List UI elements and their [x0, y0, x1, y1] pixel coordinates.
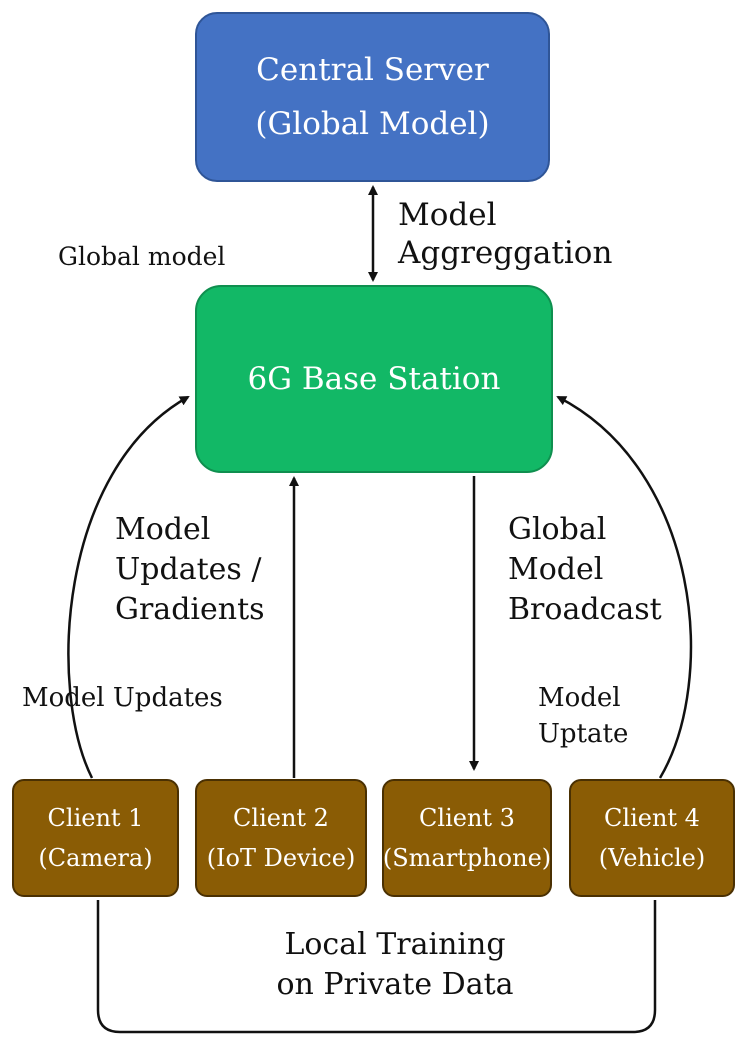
aggregation-label: Model Aggreggation [398, 197, 613, 271]
client-type: (Smartphone) [382, 844, 552, 872]
client-type: (Vehicle) [598, 844, 706, 872]
server-subtitle: (Global Model) [255, 106, 490, 142]
client-name: Client 2 [233, 804, 329, 832]
client4-update-arrow [556, 395, 693, 779]
client-3-box: Client 3 (Smartphone) [382, 779, 552, 897]
client1-update-arrow [67, 395, 190, 779]
model-uptate-label: Model Uptate [538, 683, 629, 749]
central-server-box: Central Server (Global Model) [195, 12, 550, 182]
local-training-loop [96, 900, 657, 1034]
client-name: Client 4 [604, 804, 700, 832]
model-updates-label: Model Updates [22, 683, 223, 713]
server-title: Central Server [256, 52, 489, 88]
client-4-box: Client 4 (Vehicle) [569, 779, 735, 897]
client-name: Client 3 [419, 804, 515, 832]
client-name: Client 1 [47, 804, 144, 832]
client-1-box: Client 1 (Camera) [12, 779, 179, 897]
base-station-box: 6G Base Station [195, 285, 553, 473]
client-type: (Camera) [38, 844, 153, 872]
local-training-label: Local Training on Private Data [276, 927, 514, 1002]
client-2-box: Client 2 (IoT Device) [195, 779, 367, 897]
updates-gradients-label: Model Updates / Gradients [115, 512, 265, 627]
base-station-label: 6G Base Station [247, 361, 501, 397]
client-type: (IoT Device) [206, 844, 356, 872]
broadcast-label: Global Model Broadcast [508, 512, 662, 627]
global-model-label: Global model [58, 242, 226, 271]
